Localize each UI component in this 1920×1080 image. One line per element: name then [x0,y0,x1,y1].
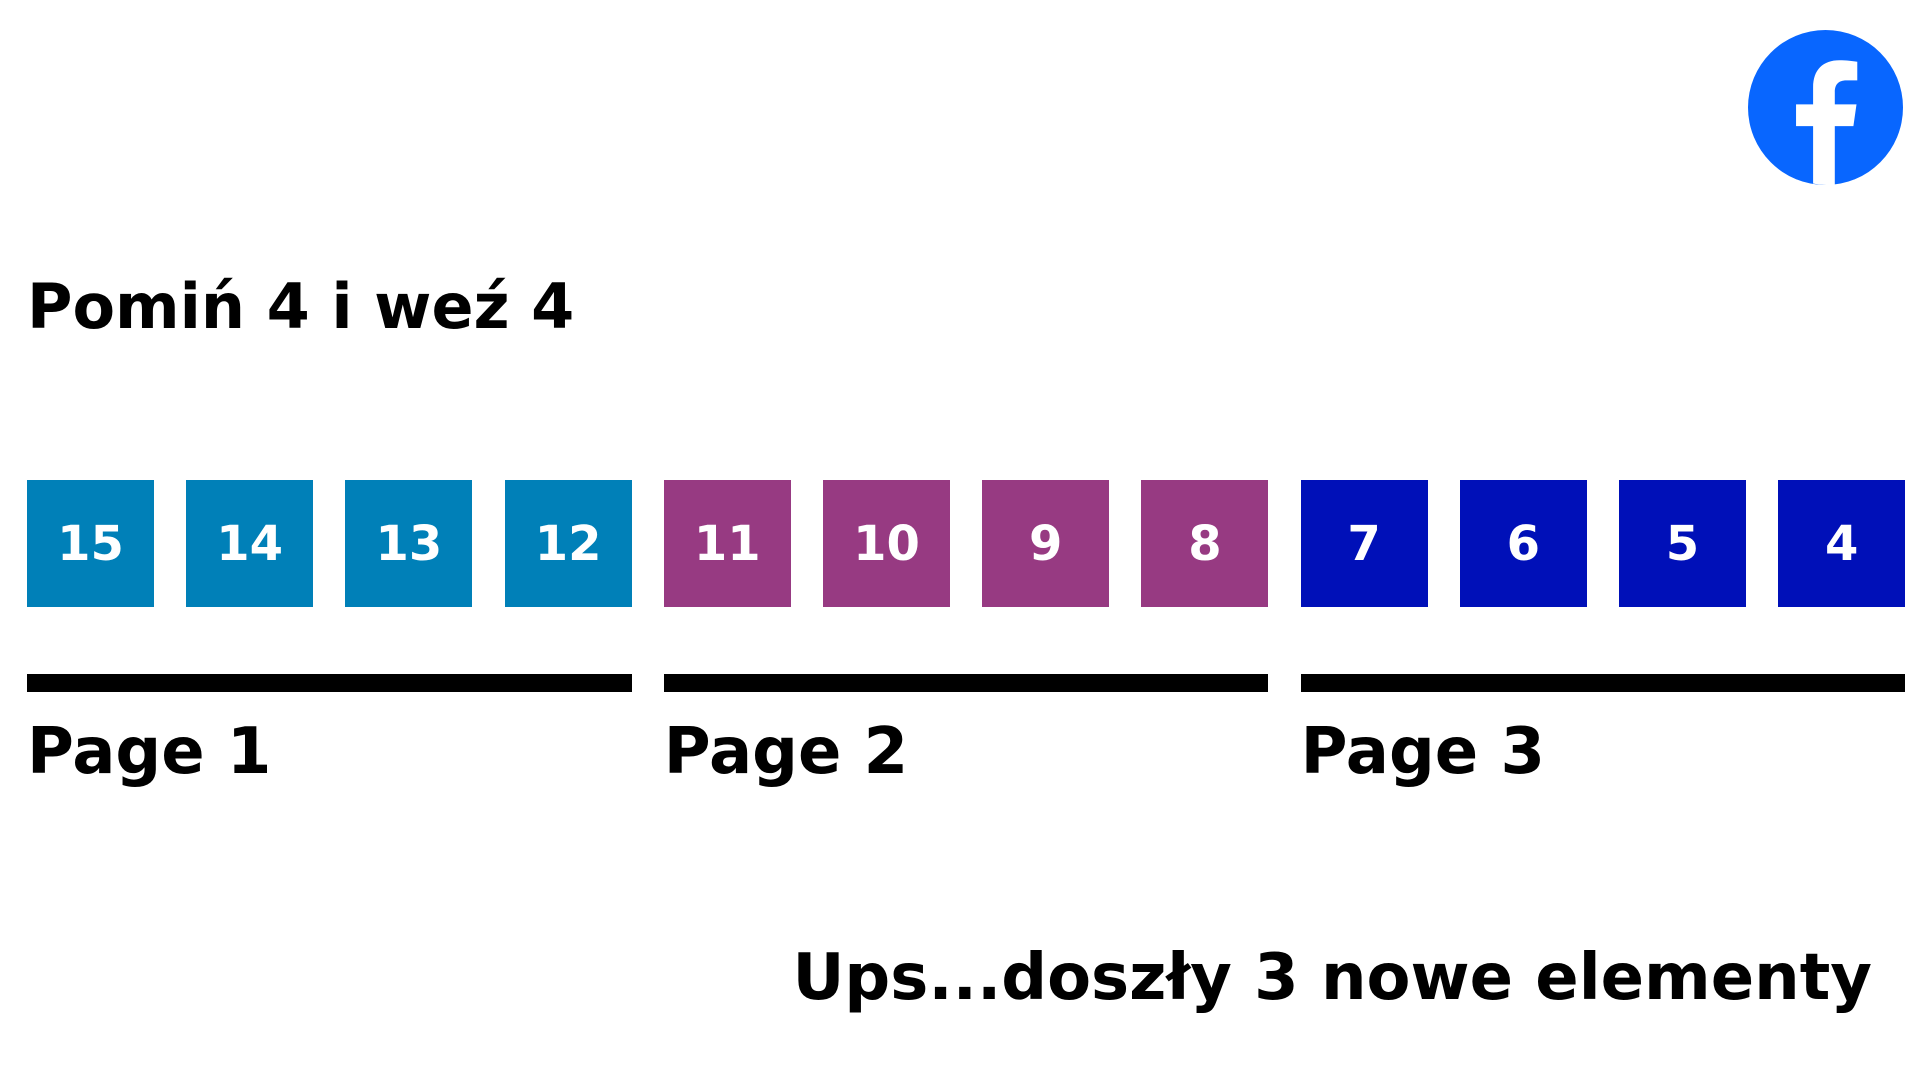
item-box: 15 [27,480,154,607]
page-3-bar [1300,674,1906,692]
item-box: 11 [663,480,791,607]
item-box: 14 [186,480,314,607]
facebook-icon [1748,30,1903,185]
item-box: 9 [982,480,1110,607]
page-3-label: Page 3 [1300,715,1545,789]
item-box: 7 [1300,480,1428,607]
item-box: 6 [1459,480,1587,607]
page-2-bar [663,674,1269,692]
page-2-label: Page 2 [663,715,909,789]
item-box: 5 [1619,480,1746,607]
item-box: 12 [504,480,632,607]
diagram-title: Pomiń 4 i weź 4 [27,270,575,343]
page-1-label: Page 1 [27,715,272,789]
item-box: 13 [345,480,473,607]
footer-note: Ups...doszły 3 nowe elementy [792,941,1872,1015]
item-box: 4 [1778,480,1906,607]
item-box: 8 [1141,480,1269,607]
item-box: 10 [823,480,950,607]
page-1-bar [27,674,632,692]
